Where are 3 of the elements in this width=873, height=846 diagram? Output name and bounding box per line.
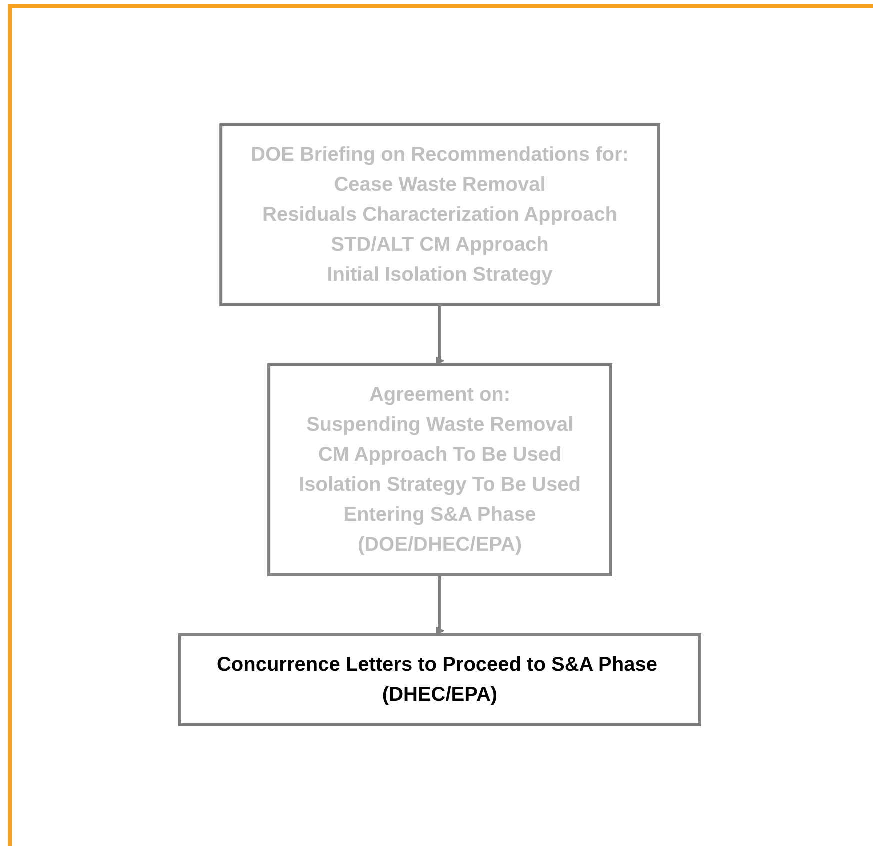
node-box: Agreement on: Suspending Waste Removal CM Approach To Be Used Isolation Strategy To Be Used Entering S&A Phase (DOE/DHEC/EPA) [268, 364, 612, 576]
node-box: DOE Briefing on Recommendations for: Cease Waste Removal Residuals Characterization Approach STD/ALT CM Approach Initial Isolation Strategy [220, 124, 660, 306]
node-box: Concurrence Letters to Proceed to S&A Phase (DHEC/EPA) [178, 634, 702, 726]
